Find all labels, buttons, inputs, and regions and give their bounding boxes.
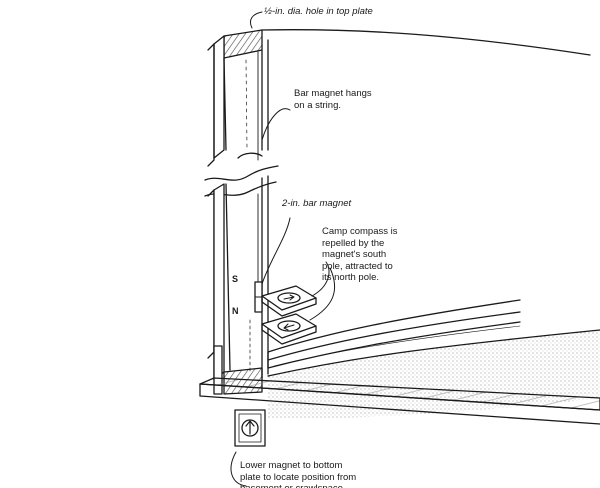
label-hang: Bar magnet hangs on a string. [294,88,372,111]
leader-compass-b [309,267,336,321]
compass-basement-arrow [245,420,255,435]
leader-hole [249,11,263,29]
compass-basement-inner [238,413,262,443]
stud-cavity-upper [245,59,248,149]
shoe-block [213,345,223,395]
top-plate [223,29,263,59]
compass-lower-side [261,323,317,345]
floor-back-edge [267,329,600,377]
break-curl [237,152,263,159]
bottom-plate-line [199,383,600,411]
stud-inner-lower-left [225,183,231,371]
leader-compass-a [311,261,330,297]
compass-upper-side [261,295,317,317]
left-stud-face-upper [213,35,225,159]
pole-south-letter: S [232,274,239,284]
leader-lower [230,451,247,487]
tread-shade [273,325,521,367]
tread-nose [267,311,521,361]
compass-lower-needle [283,323,295,331]
bottom-plate-edge [199,383,600,425]
label-hole: ½-in. dia. hole in top plate [264,6,373,17]
label-magnet: 2-in. bar magnet [282,198,352,209]
label-lower: Lower magnet to bottom plate to locate p… [240,460,357,488]
leader-hang [261,108,291,141]
ceiling-line [261,29,591,56]
wall-break-line-top [204,165,279,181]
label-compass: Camp compass is repelled by the magnet's… [322,226,398,283]
left-stud-edge-lower [207,189,215,359]
pole-north-letter: N [232,306,239,316]
left-stud-edge-upper [207,43,215,167]
compass-upper-needle [283,294,295,301]
tread-top [267,299,521,353]
stud-inner-upper-left [223,57,227,151]
leader-magnet [261,217,291,285]
